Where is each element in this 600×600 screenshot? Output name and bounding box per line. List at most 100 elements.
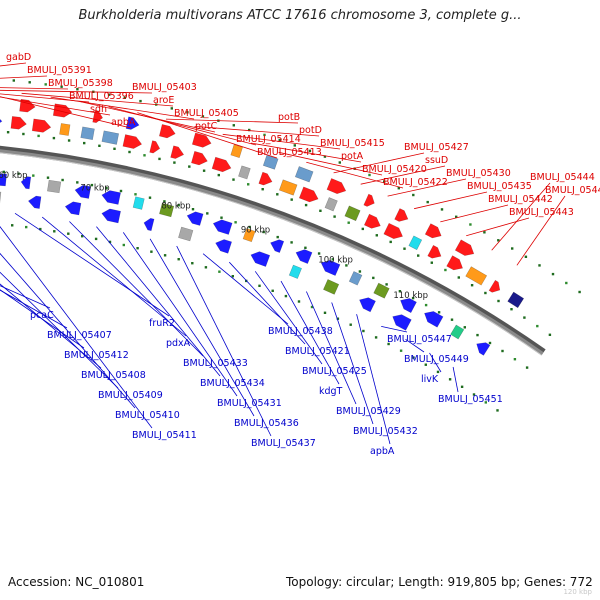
reverse-leader-line [41, 216, 187, 337]
guide-dot [548, 333, 552, 336]
forward-leader-line [360, 165, 446, 185]
reverse-gene-block [47, 179, 62, 194]
forward-gene-block [80, 126, 95, 141]
forward-leader-line [21, 92, 174, 107]
forward-gene-arrow [0, 113, 3, 127]
guide-dot [119, 189, 123, 193]
guide-dot [234, 221, 237, 224]
reverse-gene-label: kdgT [319, 386, 343, 397]
guide-dot [551, 272, 555, 276]
guide-dot [358, 270, 362, 273]
guide-dot [444, 268, 447, 272]
forward-gene-label: BMULJ_05396 [69, 91, 134, 102]
guide-dot [217, 173, 220, 177]
guide-dot [108, 240, 112, 244]
forward-gene-arrow [363, 213, 381, 229]
forward-leader-line [0, 75, 48, 79]
guide-dot [32, 174, 35, 177]
forward-gene-label: BMULJ_05442 [488, 194, 553, 205]
forward-gene-label: apbA [111, 117, 136, 128]
guide-dot [278, 138, 281, 142]
forward-gene-arrow [211, 156, 232, 173]
guide-dot [484, 291, 487, 295]
forward-gene-label: BMULJ_05443 [509, 207, 574, 218]
guide-dot [472, 393, 476, 396]
map-title: Burkholderia multivorans ATCC 17616 chro… [78, 8, 522, 23]
guide-dot [349, 323, 352, 326]
guide-dot [67, 139, 71, 142]
forward-leader-line [333, 152, 425, 174]
guide-dot [204, 266, 208, 269]
reverse-gene-block [242, 228, 256, 243]
guide-dot [538, 264, 541, 267]
label-leader-lines [0, 62, 566, 445]
forward-gene-label: sdh [90, 104, 107, 115]
reverse-leader-line [331, 302, 374, 425]
reverse-gene-label: BMULJ_05412 [64, 350, 129, 361]
forward-leader-line [466, 217, 530, 237]
guide-dot [290, 241, 293, 244]
guide-dot [387, 342, 390, 346]
guide-dot [150, 250, 153, 253]
forward-gene-label: BMULJ_05403 [132, 82, 197, 93]
guide-dot [6, 131, 10, 134]
guide-dot [90, 183, 94, 187]
forward-leader-line [278, 151, 383, 176]
guide-dot [457, 276, 460, 279]
reverse-gene-arrow [424, 311, 444, 328]
guide-dot [417, 254, 420, 257]
guide-dot [496, 409, 499, 412]
reverse-gene-block [323, 279, 340, 295]
forward-gene-arrow [10, 116, 27, 130]
guide-dot [333, 215, 336, 218]
corner-tick-label: 120 kbp [563, 588, 592, 596]
reverse-gene-label: fruR2 [149, 318, 175, 329]
forward-leader-line [108, 106, 257, 146]
guide-dot [319, 209, 322, 212]
guide-dot [293, 144, 296, 147]
reverse-gene-block [159, 202, 175, 218]
forward-gene-arrow [149, 140, 161, 154]
forward-gene-block [238, 165, 251, 180]
forward-leader-line [491, 182, 551, 251]
reverse-gene-block [242, 228, 256, 243]
reverse-leader-line [452, 366, 459, 393]
forward-gene-label: BMULJ_05430 [446, 168, 511, 179]
reverse-gene-arrow [392, 314, 412, 331]
reverse-gene-arrow [359, 297, 376, 313]
forward-gene-block [59, 123, 71, 136]
reverse-gene-block [47, 179, 62, 194]
forward-gene-arrow [191, 132, 212, 148]
guide-dot [12, 79, 15, 82]
guide-dot [578, 290, 581, 294]
forward-gene-block [262, 154, 279, 170]
forward-gene-block [408, 235, 423, 251]
reverse-gene-block [373, 282, 390, 299]
guide-dot [220, 216, 223, 219]
forward-leader-line [50, 96, 195, 120]
reverse-gene-arrow [295, 249, 313, 264]
guide-dot [426, 200, 429, 204]
guide-dot [497, 299, 500, 303]
reverse-gene-arrow [215, 239, 233, 254]
guide-dot [231, 275, 234, 278]
guide-dot [247, 183, 250, 186]
guide-dot [261, 188, 264, 191]
forward-gene-arrow [258, 171, 273, 186]
guide-dot [455, 215, 458, 218]
reverse-gene-arrow [320, 259, 341, 276]
reverse-gene-block [288, 264, 302, 279]
guide-dot [411, 296, 415, 300]
guide-dot [424, 363, 427, 366]
forward-leader-line [0, 87, 69, 90]
forward-leader-line [0, 96, 132, 129]
reverse-gene-label: livK [421, 374, 439, 385]
guide-dot [398, 290, 402, 293]
guide-dot [297, 300, 301, 303]
reverse-gene-label: BMULJ_05447 [387, 334, 452, 345]
guide-dot [523, 316, 526, 319]
reverse-gene-arrow [186, 211, 204, 226]
guide-dot [163, 254, 167, 257]
forward-gene-label: BMULJ_05420 [362, 164, 427, 175]
kbp-tick-label: 60 kbp [0, 171, 28, 181]
